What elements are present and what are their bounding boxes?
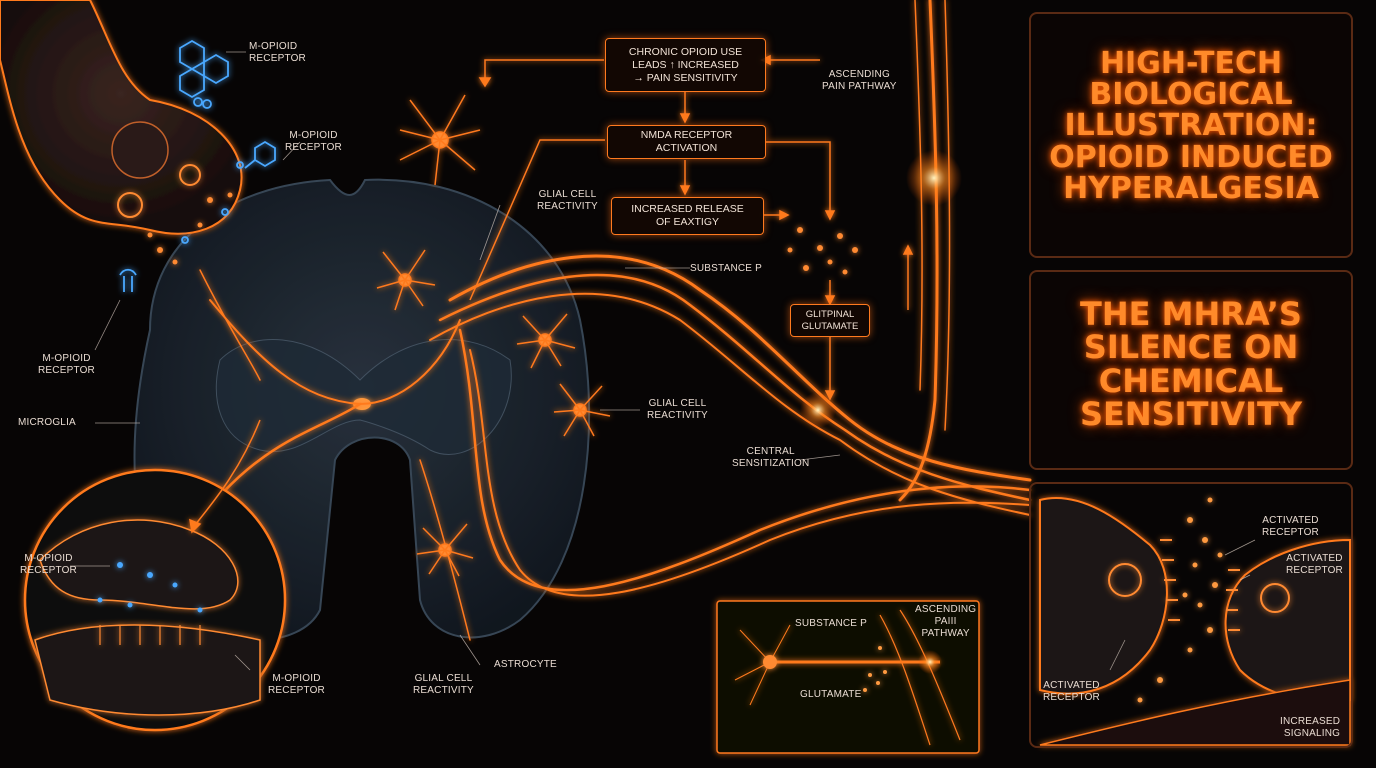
subtitle: THE MHRA’S SILENCE ON CHEMICAL SENSITIVI… xyxy=(1031,295,1351,433)
flow-box-nmda: NMDA RECEPTOR ACTIVATION xyxy=(607,125,766,159)
title-line-4: OPIOID INDUCED xyxy=(1049,139,1333,175)
inset-label-glutamate: GLUTAMATE xyxy=(800,689,862,700)
flow-box-2-line-1: NMDA RECEPTOR xyxy=(640,129,733,141)
label-substance-p: SUBSTANCE P xyxy=(690,263,763,274)
opioid-molecules xyxy=(119,39,276,292)
nerve-fibers xyxy=(198,0,1032,641)
subtitle-line-2: SILENCE ON xyxy=(1083,328,1299,367)
flow-box-chronic-opioid: CHRONIC OPIOID USE LEADS ↑ INCREASED → P… xyxy=(605,38,766,92)
flow-box-4-line-1: GLITPINAL xyxy=(805,308,855,320)
leader-lines xyxy=(70,51,1256,671)
synapse-inset-circle xyxy=(23,468,287,732)
main-title: HIGH-TECH BIOLOGICAL ILLUSTRATION: OPIOI… xyxy=(1031,48,1351,204)
flow-box-4-line-2: GLUTAMATE xyxy=(801,320,859,332)
neurotransmitter-dots xyxy=(147,192,858,275)
inset-label-substance-p: SUBSTANCE P xyxy=(795,618,868,629)
flow-box-1-line-1: CHRONIC OPIOID USE xyxy=(628,45,743,58)
subtitle-line-1: THE MHRA’S xyxy=(1080,295,1302,333)
flow-box-3-line-1: INCREASED RELEASE xyxy=(631,203,744,215)
title-line-5: HYPERALGESIA xyxy=(1063,170,1319,206)
presynaptic-terminal-top xyxy=(0,0,243,235)
flow-box-1-line-2: LEADS ↑ INCREASED xyxy=(632,58,739,71)
label-astrocyte: ASTROCYTE xyxy=(494,659,557,670)
flow-box-1-line-3: → PAIN SENSITIVITY xyxy=(633,71,738,84)
flow-box-3-line-2: OF EAXTIGY xyxy=(655,216,719,228)
title-line-3: ILLUSTRATION: xyxy=(1064,108,1318,144)
title-panel: HIGH-TECH BIOLOGICAL ILLUSTRATION: OPIOI… xyxy=(1029,12,1353,258)
pathway-inset xyxy=(716,600,980,754)
sensitization-flare xyxy=(800,392,836,428)
signal-flare xyxy=(906,150,962,206)
flow-box-2-line-2: ACTIVATION xyxy=(655,142,718,154)
neuron-cells xyxy=(376,94,611,577)
label-microglia: MICROGLIA xyxy=(18,417,76,428)
flowchart-arrows xyxy=(189,54,914,534)
subtitle-line-4: SENSITIVITY xyxy=(1079,394,1303,433)
flow-box-glutamate: GLITPINAL GLUTAMATE xyxy=(790,304,870,337)
subtitle-panel: THE MHRA’S SILENCE ON CHEMICAL SENSITIVI… xyxy=(1029,270,1353,470)
title-line-2: BIOLOGICAL xyxy=(1089,77,1293,113)
synapse-panel xyxy=(1029,482,1353,748)
flow-box-increased-release: INCREASED RELEASE OF EAXTIGY xyxy=(611,197,764,235)
synapse-panel-art xyxy=(1039,497,1351,746)
title-line-1: HIGH-TECH xyxy=(1099,46,1283,81)
subtitle-line-3: CHEMICAL xyxy=(1098,361,1284,400)
